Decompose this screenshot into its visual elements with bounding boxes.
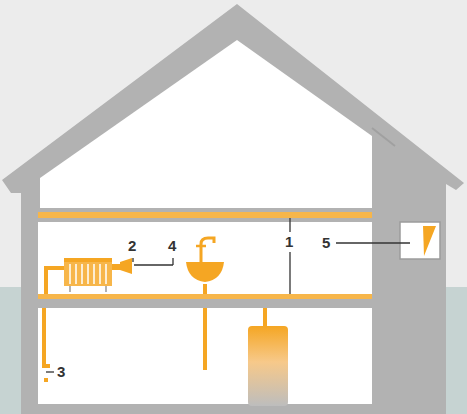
callout-number: 3 xyxy=(57,364,65,380)
basement xyxy=(38,308,372,404)
leader-lines xyxy=(46,218,410,372)
callout-number: 4 xyxy=(168,238,176,254)
callout-number: 2 xyxy=(128,238,136,254)
sink xyxy=(186,238,224,282)
house-wall xyxy=(2,4,464,414)
callout-number: 1 xyxy=(285,234,293,250)
floor-pipe xyxy=(38,294,372,299)
callout-number: 5 xyxy=(322,235,330,251)
radiator xyxy=(64,258,112,292)
attic xyxy=(40,40,372,208)
upper-room xyxy=(38,222,372,294)
window xyxy=(400,222,440,259)
storage-tank xyxy=(248,326,288,406)
roof-line xyxy=(372,128,395,146)
thermostatic-valve xyxy=(112,258,132,274)
ceiling-pipe xyxy=(38,212,372,218)
